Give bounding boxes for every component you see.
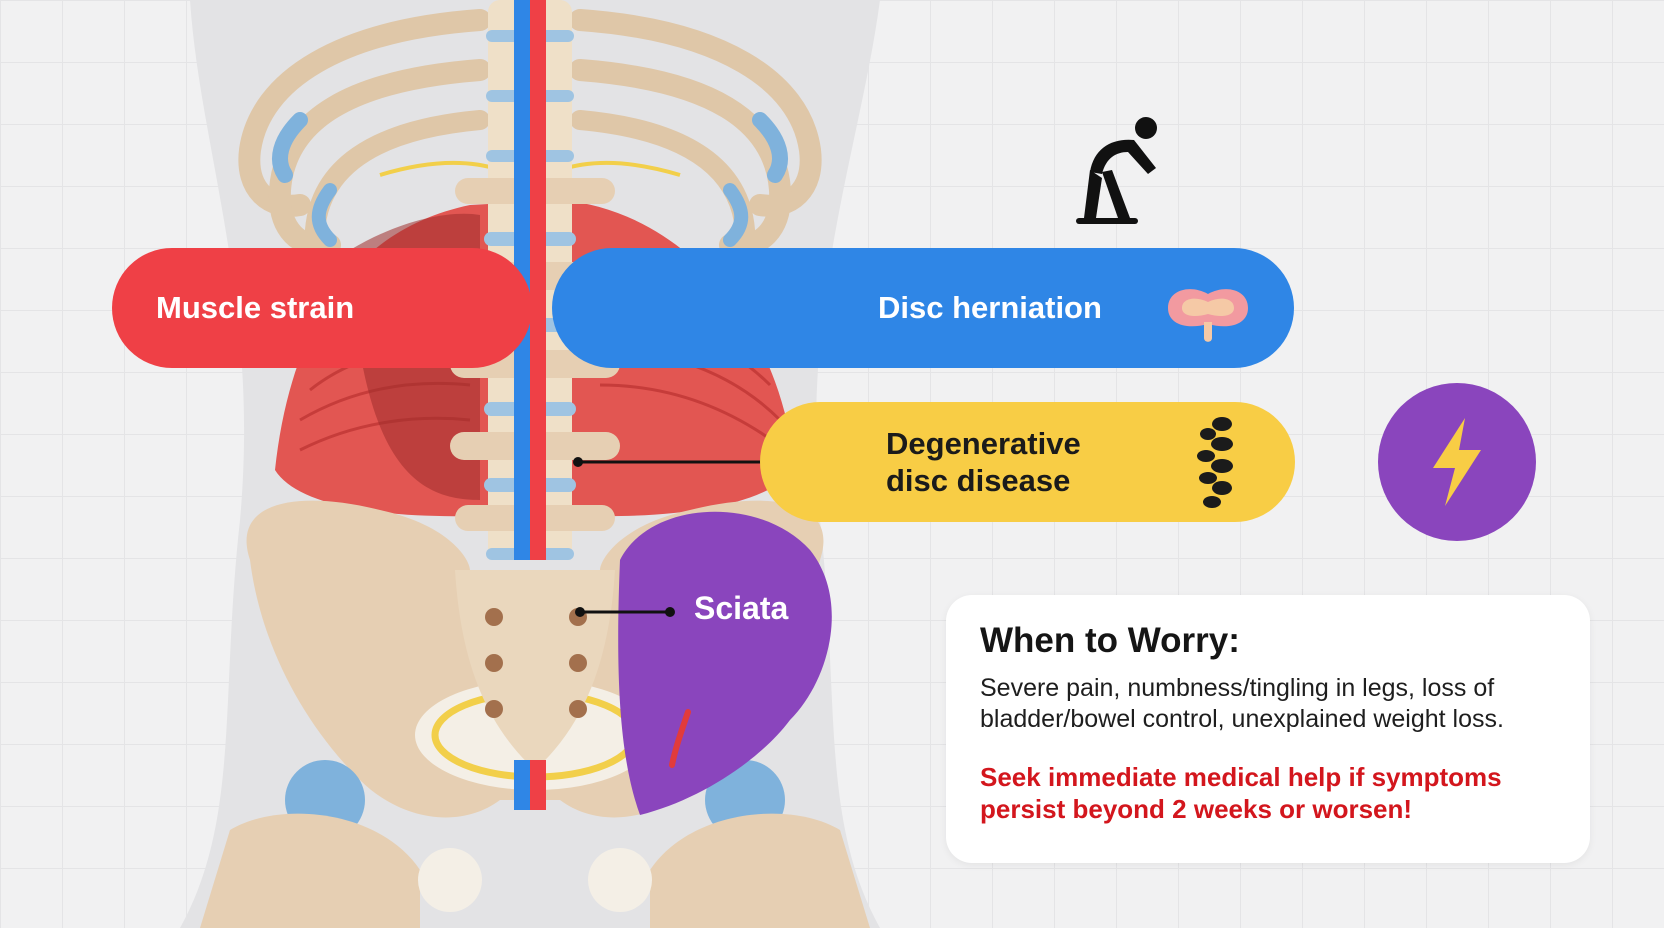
when-to-worry-card: When to Worry: Severe pain, numbness/tin… bbox=[946, 595, 1590, 863]
sciata-label: Sciata bbox=[694, 590, 789, 626]
degenerative-label-line2: disc disease bbox=[886, 463, 1071, 498]
disc-herniation-label: Disc herniation bbox=[878, 290, 1102, 325]
muscle-strain-label: Muscle strain bbox=[156, 290, 355, 325]
degenerative-label-line1: Degenerative bbox=[886, 426, 1081, 461]
herniated-disc-icon bbox=[1168, 289, 1248, 342]
spine-segments-icon bbox=[1197, 417, 1233, 508]
muscle-strain-pill: Muscle strain bbox=[112, 248, 532, 368]
worry-body: Severe pain, numbness/tingling in legs, … bbox=[980, 674, 1504, 733]
worry-title: When to Worry: bbox=[980, 621, 1240, 660]
sciata-region bbox=[618, 511, 832, 815]
pain-indicator-circle bbox=[1378, 383, 1536, 541]
lightning-bolt-icon bbox=[1433, 418, 1481, 506]
worry-alert: Seek immediate medical help if symptoms … bbox=[980, 762, 1502, 824]
disc-herniation-pill: Disc herniation bbox=[552, 248, 1294, 368]
degenerative-disc-disease-pill: Degenerative disc disease bbox=[760, 402, 1295, 522]
spine bbox=[450, 0, 620, 810]
bent-over-person-icon bbox=[1076, 117, 1157, 224]
